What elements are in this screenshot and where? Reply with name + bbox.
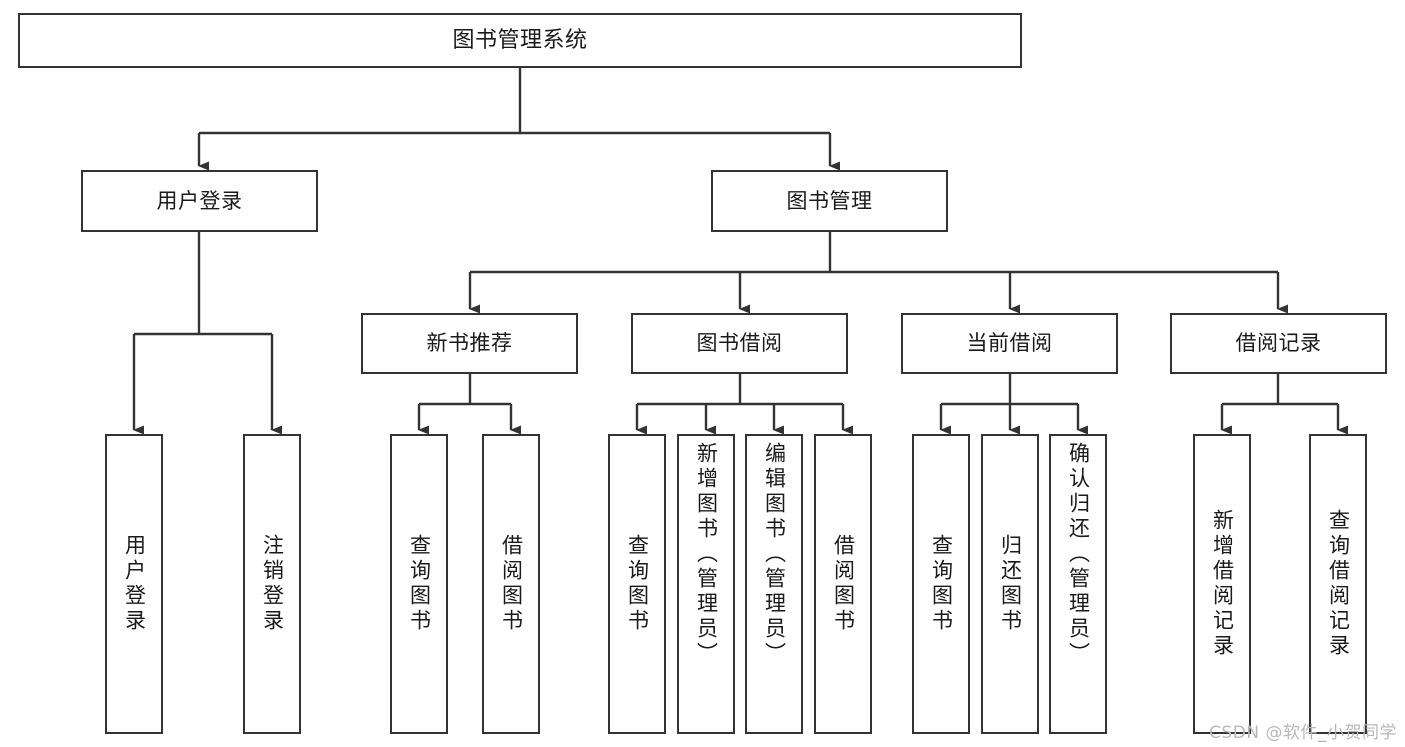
node-label: 用户登录 [122, 534, 147, 634]
node-leaf-user-login[interactable]: 用户登录 [105, 434, 163, 734]
node-label: 借阅记录 [1235, 331, 1322, 356]
node-leaf-return-book[interactable]: 归还图书 [981, 434, 1039, 734]
node-borrow-record[interactable]: 借阅记录 [1170, 313, 1387, 374]
node-label: 图书管理系统 [452, 27, 588, 53]
node-label: 用户登录 [156, 188, 243, 213]
node-leaf-borrow-book-1[interactable]: 借阅图书 [482, 434, 540, 734]
node-label: 编辑图书（管理员） [762, 442, 787, 667]
node-label: 查询借阅记录 [1326, 509, 1351, 659]
node-new-book-recommend[interactable]: 新书推荐 [361, 313, 578, 374]
node-label: 借阅图书 [499, 534, 524, 634]
node-leaf-edit-book[interactable]: 编辑图书（管理员） [745, 434, 803, 734]
node-leaf-query-record[interactable]: 查询借阅记录 [1309, 434, 1367, 734]
node-label: 查询图书 [625, 534, 650, 634]
node-root-book-management-system[interactable]: 图书管理系统 [18, 13, 1022, 68]
node-label: 查询图书 [407, 534, 432, 634]
node-leaf-query-book-3[interactable]: 查询图书 [912, 434, 970, 734]
node-label: 查询图书 [929, 534, 954, 634]
node-leaf-add-record[interactable]: 新增借阅记录 [1193, 434, 1251, 734]
node-label: 新书推荐 [426, 331, 513, 356]
node-label: 新增借阅记录 [1210, 509, 1235, 659]
node-leaf-query-book-2[interactable]: 查询图书 [608, 434, 666, 734]
node-leaf-borrow-book-2[interactable]: 借阅图书 [814, 434, 872, 734]
node-current-borrow[interactable]: 当前借阅 [901, 313, 1118, 374]
node-leaf-add-book[interactable]: 新增图书（管理员） [677, 434, 735, 734]
node-user-login[interactable]: 用户登录 [81, 170, 318, 232]
node-label: 图书借阅 [696, 331, 783, 356]
node-label: 新增图书（管理员） [694, 442, 719, 667]
node-label: 图书管理 [786, 188, 873, 213]
node-label: 当前借阅 [966, 331, 1053, 356]
node-label: 借阅图书 [831, 534, 856, 634]
node-label: 确认归还（管理员） [1066, 442, 1091, 667]
node-leaf-confirm-return[interactable]: 确认归还（管理员） [1049, 434, 1107, 734]
node-book-management[interactable]: 图书管理 [711, 170, 948, 232]
csdn-watermark: CSDN @软件_小贺同学 [1209, 723, 1397, 743]
node-leaf-query-book-1[interactable]: 查询图书 [390, 434, 448, 734]
node-label: 注销登录 [260, 534, 285, 634]
node-book-borrow[interactable]: 图书借阅 [631, 313, 848, 374]
node-leaf-logout-login[interactable]: 注销登录 [243, 434, 301, 734]
node-label: 归还图书 [998, 534, 1023, 634]
